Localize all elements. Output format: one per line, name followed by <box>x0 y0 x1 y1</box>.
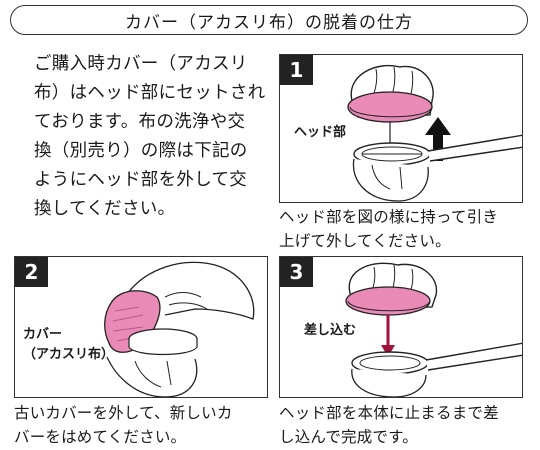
step-2-label-line: カバー <box>23 327 63 342</box>
step-1-caption: ヘッド部を図の様に持って引き 上げて外してください。 <box>279 205 498 253</box>
intro-text: ご購入時カバー（アカスリ 布）はヘッド部にセットされ ております。布の洗浄や交 … <box>34 50 270 224</box>
caption-line: ヘッド部を図の様に持って引き <box>279 208 499 226</box>
page-title-text: カバー（アカスリ布）の脱着の仕方 <box>125 12 413 33</box>
step-3-caption: ヘッド部を本体に止まるまで差 し込んで完成です。 <box>279 401 499 449</box>
intro-line: ご購入時カバー（アカスリ <box>34 54 248 74</box>
step-1-illustration <box>347 65 522 202</box>
step-2-panel: 2 カバー （アカスリ布） <box>14 256 268 398</box>
intro-line: 換（別売り）の際は下記の <box>34 141 248 161</box>
step-1-number: 1 <box>280 55 313 85</box>
step-2-label: カバー （アカスリ布） <box>23 325 114 365</box>
page-title: カバー（アカスリ布）の脱着の仕方 <box>10 5 528 35</box>
caption-line: バーをはめてください。 <box>14 428 187 446</box>
intro-line: 換してください。 <box>34 199 176 219</box>
step-2-caption: 古いカバーを外して、新しいカ バーをはめてください。 <box>14 401 233 449</box>
intro-line: ております。布の洗浄や交 <box>34 112 246 132</box>
caption-line: し込んで完成です。 <box>279 428 418 446</box>
step-1-panel: 1 ヘッド部 <box>279 54 523 203</box>
intro-line: ようにヘッド部を外して交 <box>34 170 248 190</box>
step-1-label: ヘッド部 <box>294 125 347 140</box>
step-2-illustration <box>104 261 255 397</box>
caption-line: 上げて外してください。 <box>279 232 451 250</box>
up-arrow-icon <box>425 117 451 161</box>
caption-line: ヘッド部を本体に止まるまで差 <box>279 404 499 422</box>
step-2-label-line: （アカスリ布） <box>23 347 115 362</box>
step-3-label: 差し込む <box>304 323 357 338</box>
intro-line: 布）はヘッド部にセットされ <box>34 83 266 103</box>
step-3-illustration <box>345 262 522 397</box>
down-arrow-icon <box>381 345 395 357</box>
step-3-number: 3 <box>280 257 313 287</box>
step-2-number: 2 <box>15 257 48 287</box>
step-3-panel: 3 差し込む <box>279 256 523 398</box>
caption-line: 古いカバーを外して、新しいカ <box>14 404 233 422</box>
